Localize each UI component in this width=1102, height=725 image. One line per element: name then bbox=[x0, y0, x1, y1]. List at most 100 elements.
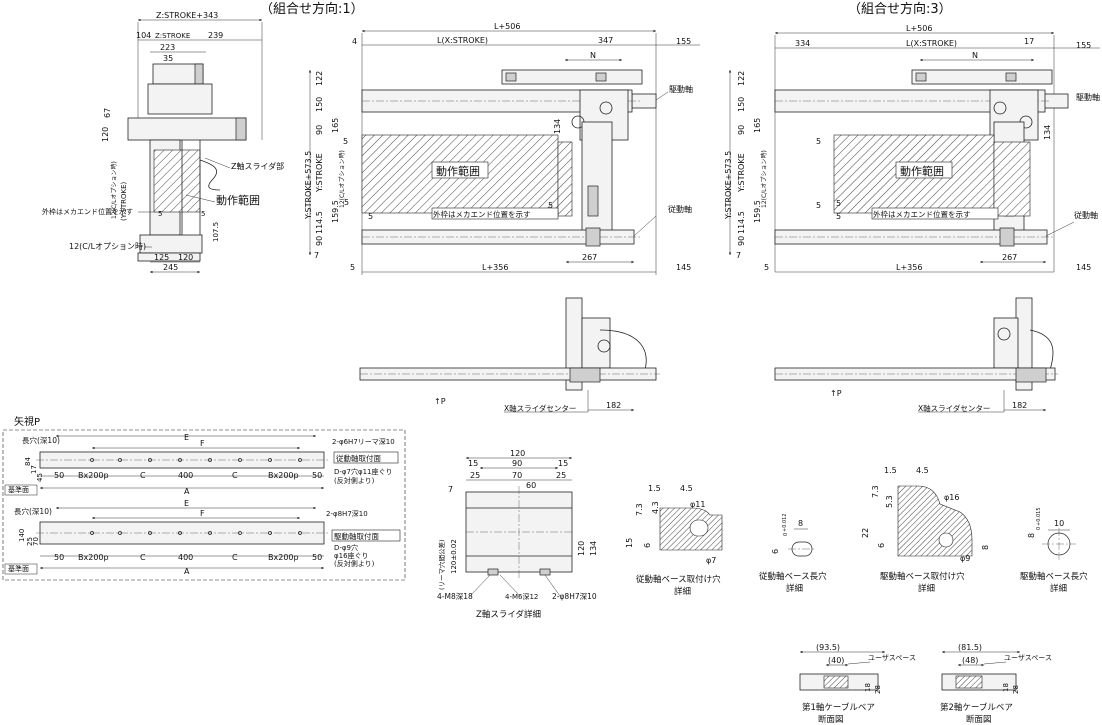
d1-d5c: 5 bbox=[368, 212, 373, 221]
arrowp-d50b: 50 bbox=[312, 471, 322, 480]
d1-d155: 155 bbox=[676, 37, 691, 46]
d1-d5e: 5 bbox=[350, 263, 355, 272]
d1-d267: 267 bbox=[582, 253, 597, 262]
arrowp-d400a: 400 bbox=[178, 471, 193, 480]
zs-m8: 4-M8深18 bbox=[437, 592, 473, 601]
zs-title: Z軸スライダ詳細 bbox=[476, 609, 541, 620]
d3-y-stroke: Y:STROKE bbox=[737, 153, 746, 193]
dim-z-stroke: Z:STROKE bbox=[155, 32, 190, 40]
detail-drive-slot: 10 8 +0.015 0 駆動軸ベース長穴 詳細 bbox=[1020, 507, 1088, 594]
cb1-d28: 28 bbox=[874, 685, 882, 694]
d1-d114-5: 114.5 bbox=[315, 211, 324, 234]
d1-outer-frame: 外枠はメカエンド位置を示す bbox=[433, 209, 531, 219]
side1-xcenter: X軸スライダセンター bbox=[504, 403, 576, 413]
side-view-dir3: ↑P X軸スライダセンター 182 bbox=[774, 297, 1058, 413]
cable-bear-2: (81.5) (48) ユーザスペース 18 28 第2軸ケーブルベア 断面図 bbox=[940, 643, 1052, 725]
cb2-d28: 28 bbox=[1012, 685, 1020, 694]
dim-125: 125 bbox=[154, 253, 169, 262]
dim-245: 245 bbox=[163, 263, 178, 272]
dim-120: 120 bbox=[101, 127, 110, 142]
arrowp-d25: 25 bbox=[26, 537, 34, 546]
d3-driven-axis: 従動軸 bbox=[1074, 210, 1098, 220]
arrowp-dhole2b: φ16座ぐり bbox=[334, 551, 369, 560]
arrowp-c2: C bbox=[140, 553, 146, 562]
side3-d182: 182 bbox=[1012, 401, 1027, 410]
arrowp-d50d: 50 bbox=[312, 553, 322, 562]
title-dir3: （組合せ方向:3） bbox=[848, 1, 952, 17]
d1-d4: 4 bbox=[352, 37, 357, 46]
arrowp-title: 矢視P bbox=[14, 415, 40, 428]
dt1-b: 4.5 bbox=[680, 484, 693, 493]
dt3-e: φ16 bbox=[944, 493, 959, 502]
dt3-b: 4.5 bbox=[916, 466, 929, 475]
d3-lplus506: L+506 bbox=[906, 24, 932, 33]
dt3-a: 1.5 bbox=[884, 466, 897, 475]
zs-d60: 60 bbox=[526, 481, 536, 490]
zs-d120v: 120 bbox=[577, 541, 586, 556]
d1-d90: 90 bbox=[315, 125, 324, 135]
arrowp-ref2: 基準面 bbox=[8, 564, 29, 573]
dim-120b: 120 bbox=[178, 253, 193, 262]
d1-n: N bbox=[590, 51, 596, 60]
arrowp-bx2b: Bx200p bbox=[268, 553, 299, 562]
dim-67: 67 bbox=[103, 108, 112, 118]
cb1-t1: 第1軸ケーブルベア bbox=[802, 702, 875, 713]
d3-d5b: 5 bbox=[816, 201, 821, 210]
d3-cl12: 12(C/Lオプション時) bbox=[760, 150, 768, 208]
zs-d25a: 25 bbox=[470, 471, 480, 480]
arrowp-a1: A bbox=[184, 487, 190, 496]
dt3-h: φ9 bbox=[960, 554, 970, 563]
dt1-c: 7.3 bbox=[635, 503, 644, 516]
d3-n: N bbox=[972, 51, 978, 60]
d3-d5d: 5 bbox=[836, 199, 841, 208]
d3-d5c: 5 bbox=[836, 212, 841, 221]
side1-p: ↑P bbox=[434, 397, 446, 406]
arrowp-d17: 17 bbox=[30, 465, 38, 474]
arrow-view-p: 矢視P 長穴(深10) E 2-φ6H7リーマ深10 F 従動軸取付面 D-φ7… bbox=[2, 415, 406, 581]
dim-239: 239 bbox=[208, 31, 223, 40]
zs-ph8: 2-φ8H7深10 bbox=[552, 592, 597, 601]
d3-d155: 155 bbox=[1076, 41, 1091, 50]
arrowp-f2: F bbox=[200, 509, 205, 518]
front-view-dir1: L+506 4 L(X:STROKE) 347 155 N 駆動軸 動作範囲 外 bbox=[304, 22, 700, 275]
zs-d90: 90 bbox=[512, 459, 522, 468]
arrowp-dhole2: D-φ9穴 bbox=[334, 543, 358, 552]
dt1-t2: 詳細 bbox=[674, 586, 691, 597]
arrowp-c1b: C bbox=[232, 471, 238, 480]
dt4-t1: 駆動軸ベース長穴 bbox=[1020, 571, 1088, 582]
arrowp-hole2: 2-φ8H7深10 bbox=[326, 509, 368, 518]
zs-d15b: 15 bbox=[558, 459, 568, 468]
dt3-c: 7.3 bbox=[871, 485, 880, 498]
d3-d150: 150 bbox=[737, 97, 746, 112]
d3-d17: 17 bbox=[1024, 37, 1034, 46]
d1-d5: 5 bbox=[343, 137, 348, 146]
zs-d120-tol: 120±0.02 bbox=[450, 539, 458, 574]
arrowp-c1: C bbox=[140, 471, 146, 480]
dim-5b: 5 bbox=[201, 210, 205, 218]
d3-d5: 5 bbox=[816, 137, 821, 146]
d3-lplus356: L+356 bbox=[896, 263, 922, 272]
title-dir1: （組合せ方向:1） bbox=[260, 1, 364, 17]
cb2-user: ユーザスペース bbox=[1004, 654, 1052, 662]
front-view-dir3: L+506 334 L(X:STROKE) 17 155 N 駆動軸 動作範囲 … bbox=[724, 24, 1100, 273]
dt4-t2: 詳細 bbox=[1050, 583, 1067, 594]
d3-drive-axis: 駆動軸 bbox=[1076, 92, 1100, 102]
z-slider-detail: 120 90 15 15 25 70 25 60 7 (リーマ穴間公差) 120… bbox=[437, 449, 598, 620]
d1-d150: 150 bbox=[315, 97, 324, 112]
dt2-t1: 従動軸ベース長穴 bbox=[759, 571, 827, 582]
arrowp-dhole1: D-φ7穴φ11座ぐり bbox=[334, 467, 393, 476]
arrowp-hole1: 2-φ6H7リーマ深10 bbox=[332, 437, 395, 446]
arrowp-face2: 駆動軸取付面 bbox=[334, 531, 379, 541]
detail-drive-mount-hole: 1.5 4.5 7.3 5.3 φ16 22 6 φ9 8 駆動軸ベース取付け穴… bbox=[861, 466, 990, 594]
dt1-h: φ7 bbox=[706, 556, 716, 565]
dt2-a: 8 bbox=[798, 519, 803, 528]
d1-y-stroke-full: Y:STROKE+573.5 bbox=[304, 151, 313, 220]
side3-p: ↑P bbox=[830, 389, 842, 398]
d1-drive-axis: 駆動軸 bbox=[669, 84, 693, 94]
arrowp-f1: F bbox=[200, 439, 205, 448]
side-view-dir1: ↑P X軸スライダセンター 182 bbox=[359, 297, 660, 413]
cb1-d40: (40) bbox=[828, 656, 844, 665]
arrowp-e2: E bbox=[184, 499, 189, 508]
dt3-f: 22 bbox=[861, 528, 870, 538]
